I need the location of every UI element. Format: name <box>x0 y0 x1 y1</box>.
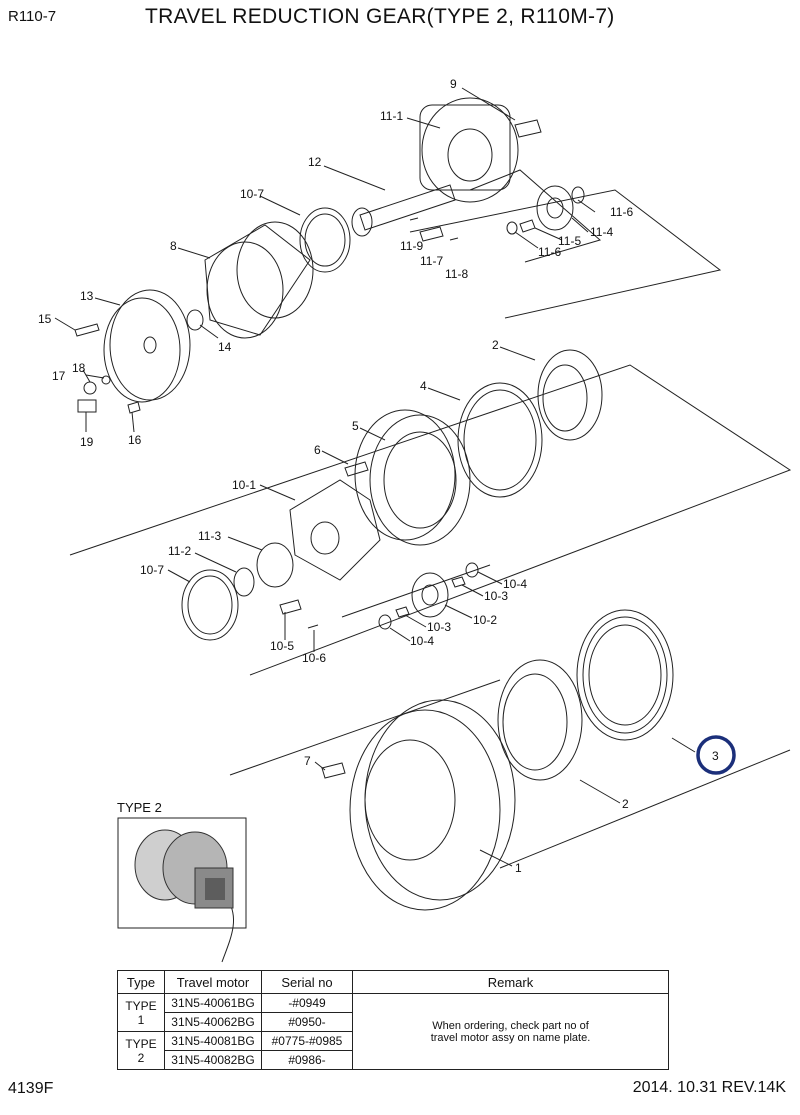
callout-11-8: 11-8 <box>445 267 468 281</box>
frame-middle-group <box>69 364 792 676</box>
motor-cell: 31N5-40062BG <box>164 1012 262 1032</box>
callout-7: 7 <box>304 754 311 768</box>
part-1-housing <box>364 699 516 901</box>
callout-11-7: 11-7 <box>420 254 443 268</box>
callout-10-4-upper: 10-4 <box>503 577 527 591</box>
callout-11-6-upper: 11-6 <box>610 205 633 219</box>
callout-11-3: 11-3 <box>198 529 221 543</box>
callout-18: 18 <box>72 361 86 375</box>
part-11-2-gear <box>233 567 255 597</box>
part-3-floating-seal <box>576 609 674 741</box>
callout-10-3-lower: 10-3 <box>427 620 451 634</box>
callout-11-2: 11-2 <box>168 544 191 558</box>
callout-6: 6 <box>314 443 321 457</box>
callout-11-6-lower: 11-6 <box>538 245 561 259</box>
callout-10-3-upper: 10-3 <box>484 589 508 603</box>
part-10-2-planet-gear <box>411 572 449 618</box>
callout-8: 8 <box>170 239 177 253</box>
type-cell: TYPE 2 <box>117 1031 165 1070</box>
table-row: TYPE 1 31N5-40061BG -#0949 When ordering… <box>117 993 669 1070</box>
remark-line-2: travel motor assy on name plate. <box>430 1031 591 1044</box>
callout-11-5: 11-5 <box>558 234 581 248</box>
part-5-hub <box>369 414 471 546</box>
callout-10-4-lower: 10-4 <box>410 634 434 648</box>
serial-cell: #0986- <box>261 1050 353 1070</box>
callout-4: 4 <box>420 379 427 393</box>
inset-label: TYPE 2 <box>117 800 162 815</box>
callout-10-2: 10-2 <box>473 613 497 627</box>
motor-cell: 31N5-40061BG <box>164 993 262 1013</box>
part-12-shaft <box>359 184 456 231</box>
callout-16: 16 <box>128 433 142 447</box>
callout-11-1: 11-1 <box>380 109 403 123</box>
callout-5: 5 <box>352 419 359 433</box>
table-row: 31N5-40082BG #0986- <box>118 1050 669 1070</box>
serial-cell: #0775-#0985 <box>261 1031 353 1051</box>
part-4-seal <box>457 382 543 498</box>
header-remark: Remark <box>352 970 669 994</box>
remark-line-1: When ordering, check part no of <box>432 1019 589 1032</box>
type-cell: TYPE 1 <box>117 993 165 1032</box>
callout-19: 19 <box>80 435 94 449</box>
page-title: TRAVEL REDUCTION GEAR(TYPE 2, R110M-7) <box>145 5 615 28</box>
model-code: R110-7 <box>8 8 57 25</box>
motor-cell: 31N5-40082BG <box>164 1050 262 1070</box>
part-2-bearing-lower <box>497 659 583 781</box>
travel-motor-table: Type Travel motor Serial no Remark TYPE … <box>117 970 669 1070</box>
callout-17: 17 <box>52 369 66 383</box>
part-9-pin <box>514 119 542 138</box>
part-10-7-washer-upper <box>299 207 351 273</box>
type2-motor-photo <box>134 829 234 909</box>
callout-13: 13 <box>80 289 94 303</box>
part-8-ring-gear <box>204 224 311 336</box>
callout-3: 3 <box>712 749 719 763</box>
remark-cell: When ordering, check part no of travel m… <box>352 993 669 1070</box>
table-row: 31N5-40062BG #0950- <box>118 1012 669 1032</box>
part-13-cover <box>109 289 191 401</box>
callout-1: 1 <box>515 861 522 875</box>
table-header-row: Type Travel motor Serial no Remark <box>117 970 669 994</box>
serial-cell: -#0949 <box>261 993 353 1013</box>
header-type: Type <box>117 970 165 994</box>
part-11-3-ring <box>256 542 294 588</box>
part-10-7-washer-lower <box>181 569 239 641</box>
callout-10-7-upper: 10-7 <box>240 187 264 201</box>
callout-2-upper: 2 <box>492 338 499 352</box>
page-code: 4139F <box>8 1080 54 1097</box>
type2-photo-frame <box>117 817 247 929</box>
callout-9: 9 <box>450 77 457 91</box>
photo-leader <box>221 899 235 963</box>
table-row: TYPE 2 31N5-40081BG #0775-#0985 <box>117 1031 669 1070</box>
callout-15: 15 <box>38 312 52 326</box>
callout-2-lower: 2 <box>622 797 629 811</box>
callout-10-1: 10-1 <box>232 478 256 492</box>
serial-cell: #0950- <box>261 1012 353 1032</box>
frame-top-group <box>409 189 722 319</box>
callout-10-7-lower: 10-7 <box>140 563 164 577</box>
part-10-1-carrier <box>289 479 381 581</box>
callout-11-4: 11-4 <box>590 225 613 239</box>
header-serial-no: Serial no <box>261 970 353 994</box>
callout-3-highlight <box>696 735 736 775</box>
callout-14: 14 <box>218 340 232 354</box>
header-travel-motor: Travel motor <box>164 970 262 994</box>
part-2-bearing-upper <box>537 349 603 441</box>
callout-12: 12 <box>308 155 322 169</box>
part-11-4-planet-gear <box>536 185 574 231</box>
revision-date: 2014. 10.31 REV.14K <box>632 1079 786 1096</box>
motor-cell: 31N5-40081BG <box>164 1031 262 1051</box>
callout-10-5: 10-5 <box>270 639 294 653</box>
part-11-1-carrier <box>421 97 519 203</box>
callout-10-6: 10-6 <box>302 651 326 665</box>
callout-11-9: 11-9 <box>400 239 423 253</box>
